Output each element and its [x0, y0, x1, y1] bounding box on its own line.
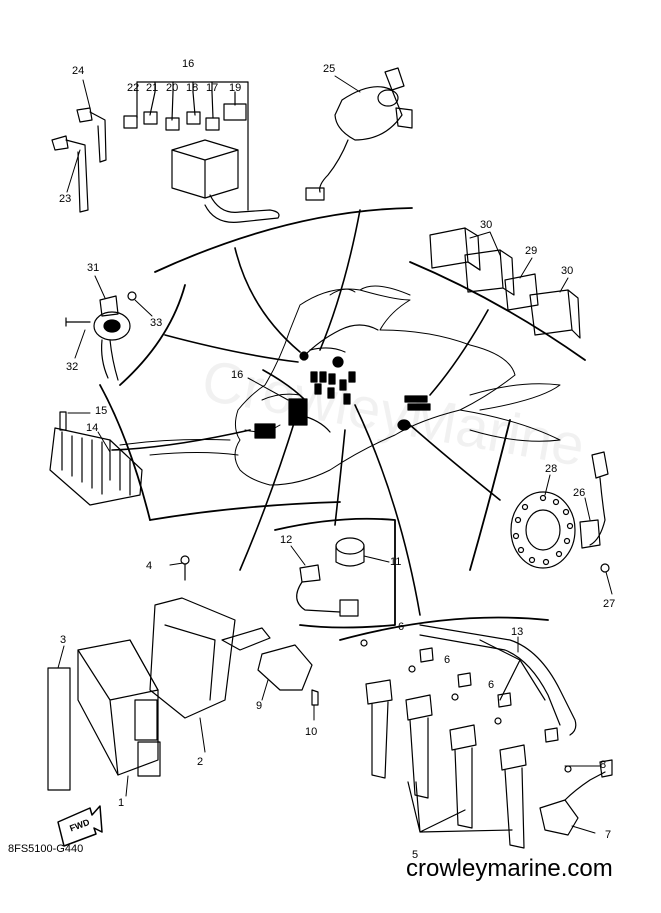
callout-6b: 6 — [444, 654, 450, 666]
callout-30b: 30 — [561, 265, 573, 277]
callout-12: 12 — [280, 534, 292, 546]
callout-23: 23 — [59, 193, 71, 205]
callout-4: 4 — [146, 560, 152, 572]
site-link[interactable]: crowleymarine.com — [406, 855, 613, 882]
callout-19: 19 — [229, 82, 241, 94]
callout-32: 32 — [66, 361, 78, 373]
fwd-arrow-icon: FWD — [57, 805, 103, 847]
callout-17: 17 — [206, 82, 218, 94]
callout-31: 31 — [87, 262, 99, 274]
callout-13: 13 — [511, 626, 523, 638]
cable-ties — [51, 107, 107, 213]
callout-7: 7 — [605, 829, 611, 841]
leader-lines — [111, 209, 501, 616]
rectifier-regulator — [49, 411, 143, 506]
callout-27: 27 — [603, 598, 615, 610]
callout-22: 22 — [127, 82, 139, 94]
callout-26: 26 — [573, 487, 585, 499]
callout-30a: 30 — [480, 219, 492, 231]
callout-11: 11 — [390, 556, 401, 568]
callout-29: 29 — [525, 245, 537, 257]
fuse-box-assembly — [123, 81, 280, 223]
snowmobile-outline — [119, 285, 561, 486]
callout-9: 9 — [256, 700, 262, 712]
callout-25: 25 — [323, 63, 335, 75]
callout-3: 3 — [60, 634, 66, 646]
ecu-assembly — [47, 555, 319, 791]
callout-16b: 16 — [231, 369, 243, 381]
center-components — [254, 324, 431, 439]
callout-15: 15 — [95, 405, 107, 417]
drawing-code: 8FS5100-G440 — [8, 843, 84, 855]
callout-5: 5 — [412, 849, 418, 861]
ignition-coils — [360, 624, 577, 849]
callout-28: 28 — [545, 463, 557, 475]
callout-21: 21 — [146, 82, 158, 94]
temp-sensor — [296, 537, 365, 617]
callout-16a: 16 — [182, 58, 194, 70]
key-switch — [305, 67, 413, 201]
fwd-label: FWD — [68, 817, 91, 834]
callout-1: 1 — [118, 797, 124, 809]
pickup-coil — [65, 291, 137, 381]
callout-14: 14 — [86, 422, 98, 434]
flywheel-sensor — [510, 451, 610, 573]
callout-6c: 6 — [488, 679, 494, 691]
callout-33: 33 — [150, 317, 162, 329]
callout-20: 20 — [166, 82, 178, 94]
speed-sensor — [539, 759, 613, 836]
callout-numbers: 1 2 3 4 5 6 6 6 7 8 9 10 11 12 13 14 15 … — [59, 58, 615, 861]
callout-2: 2 — [197, 756, 203, 768]
callout-leaders — [57, 75, 613, 834]
callout-24: 24 — [72, 65, 84, 77]
callout-10: 10 — [305, 726, 317, 738]
relays — [429, 227, 581, 339]
callout-8: 8 — [600, 759, 606, 771]
callout-18: 18 — [186, 82, 198, 94]
callout-6a: 6 — [398, 621, 404, 633]
